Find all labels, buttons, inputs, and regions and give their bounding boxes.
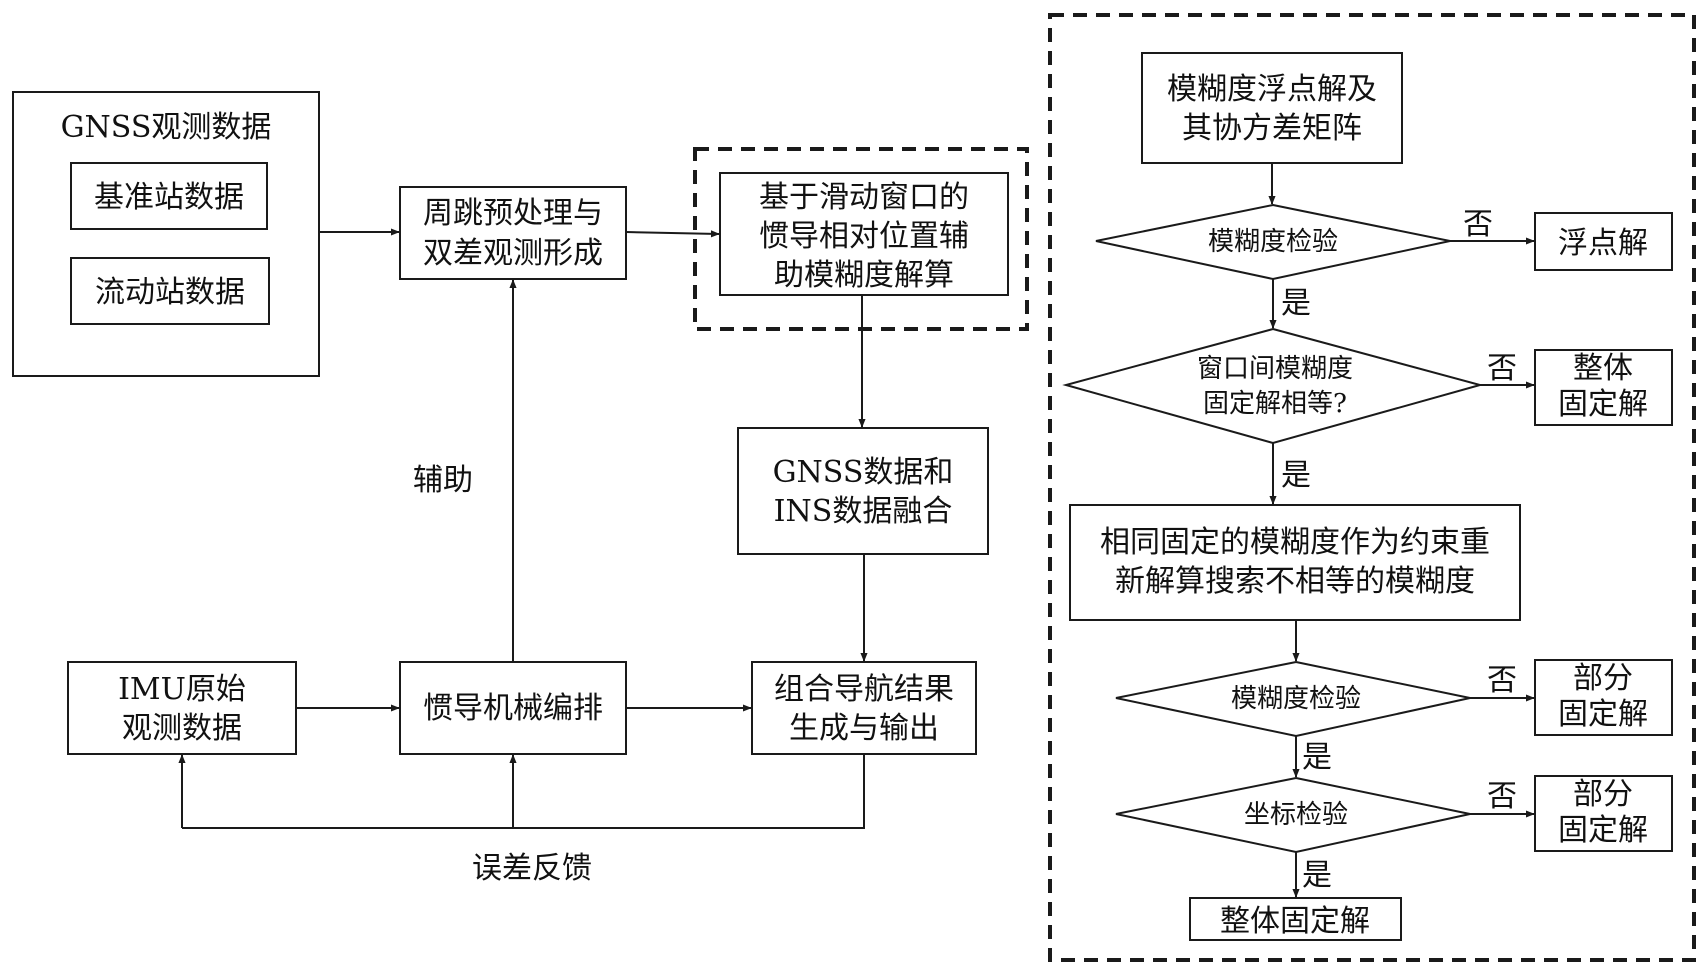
partial-fixed-box-1 bbox=[1534, 659, 1673, 736]
yes-label-2: 是 bbox=[1281, 458, 1311, 493]
full-fixed-final-label: 整体固定解 bbox=[1220, 904, 1370, 939]
output-line1: 组合导航结果 bbox=[774, 672, 954, 707]
no-label-3: 否 bbox=[1487, 663, 1517, 698]
constraint-resolve-box bbox=[1069, 504, 1521, 621]
output-box bbox=[751, 661, 977, 755]
arrow-preprocess-to-solver bbox=[625, 230, 720, 238]
full-fixed-1-line1: 整体 bbox=[1573, 351, 1633, 386]
fusion-box bbox=[737, 427, 989, 555]
window-check-line1: 窗口间模糊度 bbox=[1197, 354, 1353, 384]
ambiguity-resolution-panel bbox=[1048, 13, 1696, 962]
partial-fixed-1-line2: 固定解 bbox=[1558, 697, 1648, 732]
fusion-line1: GNSS数据和 bbox=[773, 455, 954, 490]
coordinate-check-label: 坐标检验 bbox=[1244, 800, 1348, 830]
full-fixed-box-1 bbox=[1534, 349, 1673, 426]
partial-fixed-box-2 bbox=[1534, 775, 1673, 852]
ambiguity-check-2-label: 模糊度检验 bbox=[1231, 684, 1361, 714]
imu-line1: IMU原始 bbox=[118, 672, 246, 707]
window-check-line2: 固定解相等? bbox=[1203, 389, 1347, 419]
fusion-line2: INS数据融合 bbox=[774, 494, 953, 529]
gnss-observation-group bbox=[12, 91, 320, 377]
gnss-group-title: GNSS观测数据 bbox=[61, 110, 272, 145]
preprocess-line1: 周跳预处理与 bbox=[423, 196, 603, 231]
ambiguity-check-1-label: 模糊度检验 bbox=[1208, 227, 1338, 257]
imu-line2: 观测数据 bbox=[122, 711, 242, 746]
base-station-box bbox=[70, 162, 268, 230]
float-solution-line1: 模糊度浮点解及 bbox=[1167, 72, 1377, 107]
float-result-box bbox=[1534, 212, 1673, 271]
float-result-label: 浮点解 bbox=[1558, 226, 1648, 261]
ambiguity-solver-line1: 基于滑动窗口的 bbox=[759, 180, 969, 215]
preprocess-line2: 双差观测形成 bbox=[423, 236, 603, 271]
no-label-2: 否 bbox=[1487, 351, 1517, 386]
constraint-line2: 新解算搜索不相等的模糊度 bbox=[1115, 564, 1475, 599]
aid-label: 辅助 bbox=[413, 463, 473, 498]
constraint-line1: 相同固定的模糊度作为约束重 bbox=[1100, 525, 1490, 560]
float-solution-box bbox=[1141, 52, 1403, 164]
partial-fixed-2-line2: 固定解 bbox=[1558, 813, 1648, 848]
partial-fixed-2-line1: 部分 bbox=[1573, 777, 1633, 812]
yes-label-3: 是 bbox=[1302, 740, 1332, 775]
no-label-1: 否 bbox=[1463, 207, 1493, 242]
full-fixed-final-box bbox=[1189, 897, 1402, 941]
window-consistency-check bbox=[1062, 327, 1484, 445]
no-label-4: 否 bbox=[1487, 779, 1517, 814]
rover-station-label: 流动站数据 bbox=[95, 275, 245, 310]
partial-fixed-1-line1: 部分 bbox=[1573, 661, 1633, 696]
feedback-label: 误差反馈 bbox=[472, 851, 592, 886]
ambiguity-solver-line2: 惯导相对位置辅 bbox=[759, 219, 969, 254]
mechanization-label: 惯导机械编排 bbox=[423, 691, 603, 726]
base-station-label: 基准站数据 bbox=[94, 180, 244, 215]
ambiguity-solver-box bbox=[719, 172, 1009, 296]
imu-box bbox=[67, 661, 297, 755]
preprocess-box bbox=[399, 186, 627, 280]
full-fixed-1-line2: 固定解 bbox=[1558, 387, 1648, 422]
yes-label-4: 是 bbox=[1302, 858, 1332, 893]
ambiguity-solver-line3: 助模糊度解算 bbox=[774, 258, 954, 293]
rover-station-box bbox=[70, 257, 270, 325]
output-line2: 生成与输出 bbox=[789, 711, 939, 746]
yes-label-1: 是 bbox=[1281, 286, 1311, 321]
float-solution-line2: 其协方差矩阵 bbox=[1182, 111, 1362, 146]
feedback-line bbox=[182, 754, 865, 829]
mechanization-box bbox=[399, 661, 627, 755]
